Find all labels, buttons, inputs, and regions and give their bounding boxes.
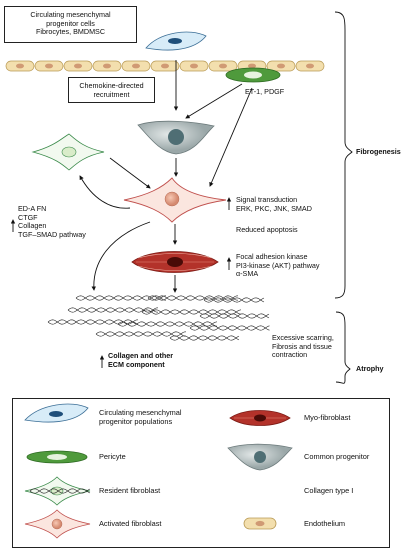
phase-brackets <box>334 11 353 384</box>
pericyte-icon <box>26 450 88 464</box>
chemokine-line1: Chemokine-directed <box>79 81 144 90</box>
scarring-label-2: contraction <box>272 350 308 360</box>
activated-fibroblast-icon <box>24 509 91 539</box>
endothelium-layer <box>5 60 325 72</box>
left-label-0: ED-A FN <box>18 204 47 213</box>
circulating-progenitor-box: Circulating mesenchymal progenitor cells… <box>4 6 137 43</box>
legend-icons <box>24 403 293 539</box>
legend-item-myofibroblast: Myo-fibroblast <box>304 413 351 422</box>
chemokine-box: Chemokine-directed recruitment <box>68 77 155 103</box>
collagen-fiber <box>141 309 242 315</box>
collagen-fiber <box>95 331 187 337</box>
endothelial-cell <box>34 60 64 72</box>
collagen-fiber <box>199 313 270 319</box>
focal-label-2: α-SMA <box>236 269 259 279</box>
endothelial-cell <box>266 60 296 72</box>
circulating-progenitor-icon <box>24 403 89 423</box>
endothelial-cell <box>208 60 238 72</box>
endothelial-cell <box>5 60 35 72</box>
scarring-label-0: Excessive scarring, <box>272 333 334 342</box>
legend-item-endothelium: Endothelium <box>304 519 346 528</box>
atrophy-label: Atrophy <box>356 364 384 373</box>
focal-labels: Focal adhesion kinase PI3-kinase (AKT) p… <box>236 252 320 279</box>
chemokine-line2: recruitment <box>93 89 130 99</box>
collagen-fiber <box>147 295 239 301</box>
signal-labels: Signal transduction ERK, PKC, JNK, SMAD <box>236 195 312 213</box>
endothelial-cell <box>179 60 209 72</box>
collagen-fiber <box>189 325 270 331</box>
collagen-label-1: ECM component <box>108 359 165 369</box>
signal-label-1: ERK, PKC, JNK, SMAD <box>236 203 312 213</box>
pericyte-cell <box>225 67 281 83</box>
endothelial-cell <box>295 60 325 72</box>
circulating-progenitor-cell <box>145 31 207 51</box>
common-progenitor-icon <box>227 443 293 471</box>
et1-pdgf-label: ET-1, PDGF <box>245 87 285 96</box>
left-labels: ED-A FN CTGF Collagen TGF–SMAD pathway <box>18 204 86 239</box>
collagen-fibers <box>47 295 270 341</box>
endothelium-icon <box>243 517 277 530</box>
collagen-label-0: Collagen and other <box>108 351 174 360</box>
myofibroblast-cell <box>131 251 219 273</box>
collagen-fiber <box>75 295 167 301</box>
scarring-label-1: Fibrosis and tissue <box>272 341 332 351</box>
legend-item-pericyte: Pericyte <box>99 452 126 461</box>
collagen-fiber <box>203 297 265 303</box>
common-progenitor-cell <box>137 120 215 155</box>
legend-item-collagen: Collagen type I <box>304 486 354 495</box>
reduced-apoptosis-label: Reduced apoptosis <box>236 225 298 234</box>
left-label-1: CTGF <box>18 212 38 222</box>
legend-item-common-progenitor: Common progenitor <box>304 452 370 461</box>
collagen-fiber <box>67 307 159 313</box>
focal-label-0: Focal adhesion kinase <box>236 252 308 261</box>
collagen-fiber <box>117 321 218 327</box>
focal-label-1: PI3-kinase (AKT) pathway <box>236 260 320 270</box>
legend-circulating-line2: progenitor populations <box>99 416 173 426</box>
activated-fibroblast-cell <box>123 177 227 223</box>
scarring-labels: Excessive scarring, Fibrosis and tissue … <box>272 333 334 360</box>
legend-item-circulating: Circulating mesenchymal progenitor popul… <box>99 408 182 426</box>
endothelial-cell <box>150 60 180 72</box>
myofibroblast-icon <box>229 410 291 426</box>
legend-item-resident-fibroblast: Resident fibroblast <box>99 486 161 495</box>
legend-circulating-line1: Circulating mesenchymal <box>99 408 182 417</box>
top-box-line3: Fibrocytes, BMDMSC <box>35 27 106 36</box>
collagen-ecm-labels: Collagen and other ECM component <box>108 351 174 369</box>
endothelial-cell <box>92 60 122 72</box>
collagen-fiber <box>29 488 91 494</box>
collagen-fiber <box>169 335 240 341</box>
top-box-line1: Circulating mesenchymal <box>30 10 111 19</box>
legend-item-activated-fibroblast: Activated fibroblast <box>99 519 162 528</box>
endothelial-cell <box>63 60 93 72</box>
left-label-2: Collagen <box>18 221 47 231</box>
fibrogenesis-label: Fibrogenesis <box>356 147 401 156</box>
resident-fibroblast-cell <box>31 133 105 171</box>
arrows <box>10 60 253 368</box>
legend-box <box>12 398 390 548</box>
left-label-3: TGF–SMAD pathway <box>18 229 86 239</box>
signal-label-0: Signal transduction <box>236 195 298 204</box>
top-box-line2: progenitor cells <box>46 18 95 28</box>
endothelial-cell <box>121 60 151 72</box>
collagen-icon <box>29 488 91 494</box>
